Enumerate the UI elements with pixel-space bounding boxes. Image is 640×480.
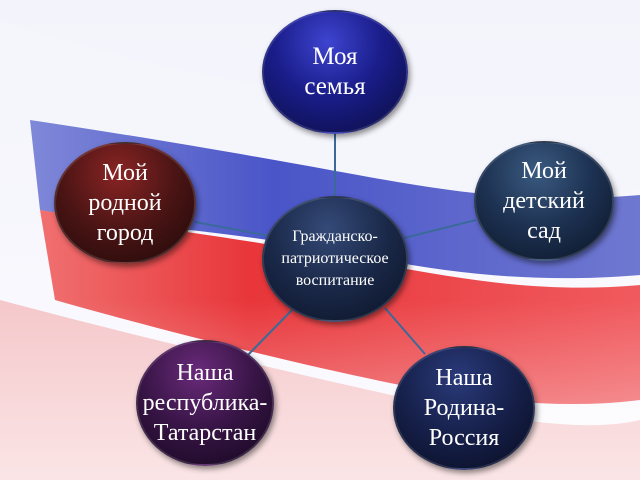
- node-my-hometown: Мой родной город: [54, 142, 196, 264]
- connector-city: [194, 221, 271, 237]
- node-my-family: Моя семья: [262, 10, 408, 134]
- node-center-label: Гражданско- патриотическое воспитание: [281, 228, 389, 289]
- connector-republic: [244, 309, 293, 359]
- node-my-kindergarten: Мой детский сад: [474, 141, 614, 261]
- node-my-kindergarten-label: Мой детский сад: [503, 158, 585, 244]
- node-our-republic-label: Наша республика- Татарстан: [142, 360, 268, 446]
- node-my-hometown-label: Мой родной город: [88, 160, 162, 246]
- connector-russia: [384, 307, 426, 355]
- node-our-homeland-label: Наша Родина- Россия: [423, 365, 505, 451]
- node-our-homeland-russia: Наша Родина- Россия: [393, 346, 535, 470]
- node-center-civic-patriotic-education: Гражданско- патриотическое воспитание: [262, 196, 408, 322]
- connector-kindergarten: [403, 219, 477, 239]
- node-my-family-label: Моя семья: [304, 43, 366, 100]
- node-our-republic-tatarstan: Наша республика- Татарстан: [136, 340, 274, 466]
